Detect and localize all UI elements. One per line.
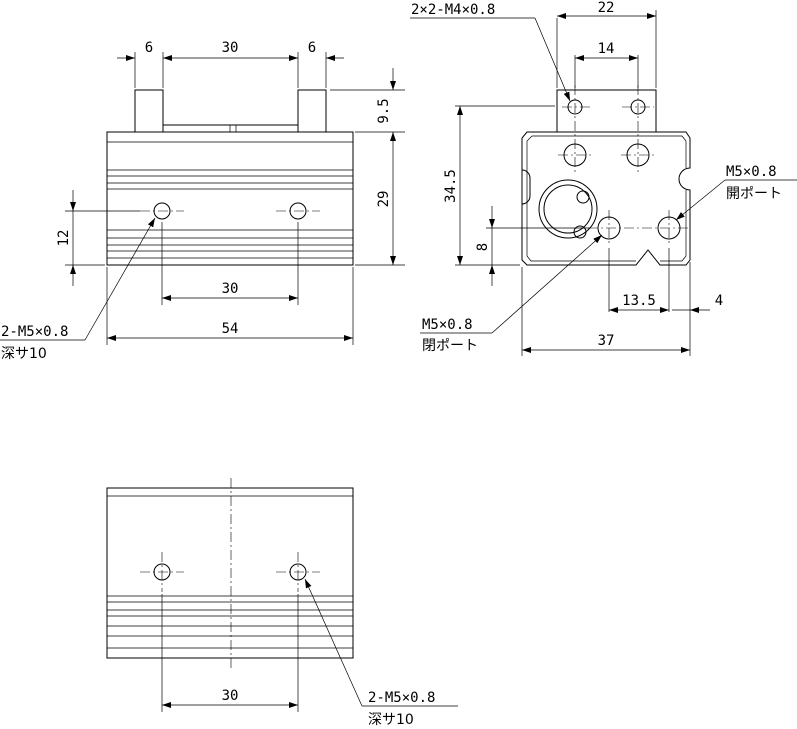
bottom-view: 30 2-M5×0.8 深サ10 <box>106 478 458 728</box>
dim-body-width: 54 <box>222 321 239 337</box>
bottom-body-outline <box>106 487 354 659</box>
dim-side-height: 34.5 <box>443 169 459 203</box>
bottom-note-depth: 深サ10 <box>368 712 414 728</box>
front-view: 6 30 6 9.5 29 12 30 54 2-M5×0.8 深サ10 <box>0 40 405 362</box>
finger-right <box>297 89 327 133</box>
piston-bore <box>538 179 598 239</box>
dim-port-offset: 4 <box>715 293 723 309</box>
note-mount: 2×2-M4×0.8 <box>411 2 495 18</box>
finger-left <box>134 89 164 133</box>
side-view: 2×2-M4×0.8 22 14 34.5 8 13.5 4 37 M5×0.8… <box>410 0 797 356</box>
open-port-thread: M5×0.8 <box>726 164 777 180</box>
dim-finger-gap: 30 <box>222 40 239 56</box>
close-port-thread: M5×0.8 <box>422 317 473 333</box>
piston <box>543 184 593 234</box>
dim-body-height: 29 <box>376 191 392 208</box>
dim-port-pitch: 13.5 <box>622 293 656 309</box>
dim-hole-pitch: 30 <box>222 281 239 297</box>
side-body-outline <box>521 131 691 266</box>
bottom-dim-hole-pitch: 30 <box>222 688 239 704</box>
dim-finger-left: 6 <box>145 40 153 56</box>
dim-finger-right: 6 <box>308 40 316 56</box>
dim-top-pitch: 14 <box>598 41 615 57</box>
dim-finger-height: 9.5 <box>376 98 392 123</box>
mount-block <box>556 89 657 133</box>
dim-side-width: 37 <box>598 333 615 349</box>
close-port-label: 閉ポート <box>422 338 478 354</box>
body-outline <box>106 131 354 266</box>
note-thread: 2-M5×0.8 <box>1 324 68 340</box>
dim-top-width: 22 <box>598 0 615 16</box>
bottom-note-thread: 2-M5×0.8 <box>368 690 435 706</box>
dim-port-height: 8 <box>475 243 491 251</box>
note-depth: 深サ10 <box>1 346 47 362</box>
open-port-label: 開ポート <box>726 186 782 202</box>
dim-hole-height: 12 <box>56 230 72 247</box>
